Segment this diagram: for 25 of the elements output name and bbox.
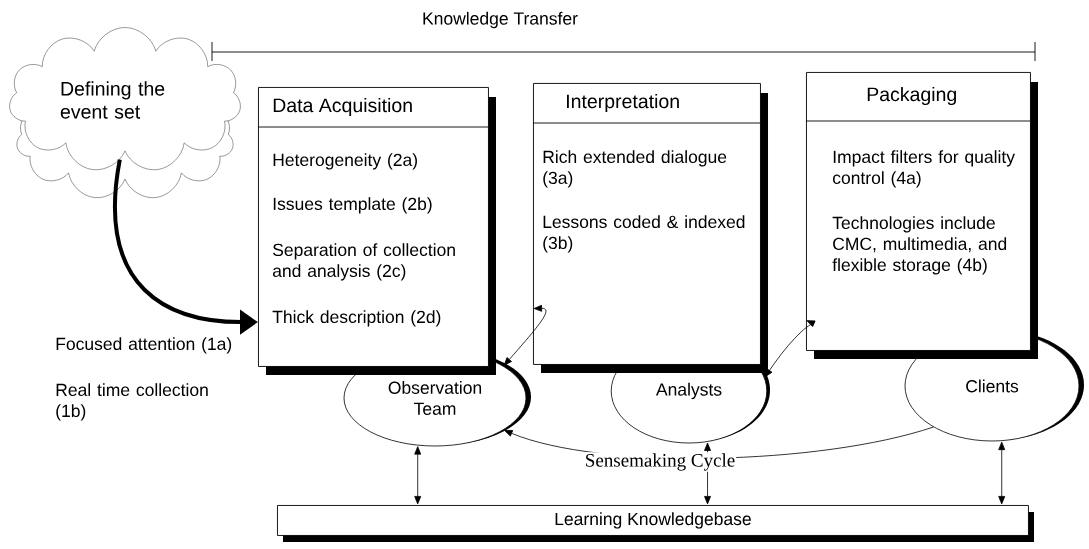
edge-label: Sensemaking Cycle [583,452,737,472]
box-text: Lessons coded & indexed (3b) [543,215,745,253]
box-text: Separation of collection and analysis (2c) [272,243,455,281]
box-text: Technologies include CMC, multimedia, and flexible storage (4b) [832,216,1007,275]
box-text: Heterogeneity (2a) [273,153,417,170]
box-text: Thick description (2d) [272,310,441,327]
process-box [257,87,496,375]
knowledgebase-bar: Learning Knowledgebase [277,505,1034,542]
arrow [764,320,816,378]
box-text: Impact filters for quality control (4a) [832,150,1015,188]
note-text: Focused attention (1a) [56,337,232,354]
arrow [998,441,1006,505]
process-box [805,72,1038,359]
heading: Knowledge Transfer [423,11,578,29]
box-heading: Packaging [867,86,956,106]
arrow [414,446,422,505]
box-text: Issues template (2b) [273,197,432,214]
box-text: Rich extended dialogue (3a) [543,150,727,188]
thought-cloud: Defining the event set [9,27,241,198]
node-label: Clients [966,379,1019,393]
box-heading: Interpretation [567,93,679,113]
box-heading: Data Acquisition [273,97,412,117]
note-text: Real time collection (1b) [56,383,208,421]
arrow [503,304,547,366]
process-box [532,83,768,373]
